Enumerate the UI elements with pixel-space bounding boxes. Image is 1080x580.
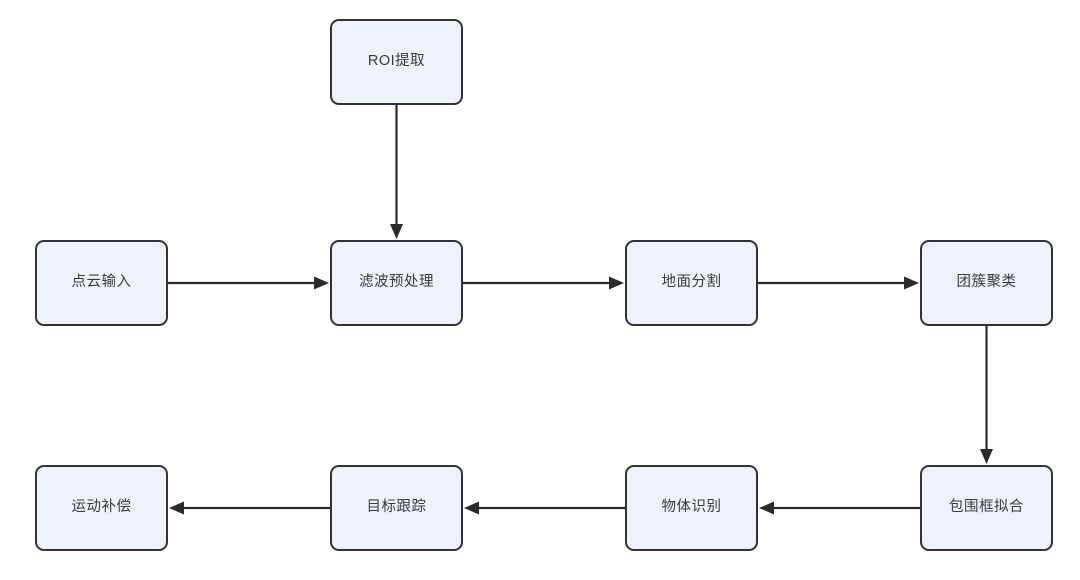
node-motion-compensation[interactable]: 运动补偿 bbox=[35, 465, 168, 551]
edge-input-to-filter bbox=[168, 276, 329, 290]
node-bounding-box-fitting[interactable]: 包围框拟合 bbox=[920, 465, 1053, 551]
node-label: 滤波预处理 bbox=[359, 274, 434, 291]
edge-ground-to-cluster bbox=[758, 276, 919, 290]
node-cluster-clustering[interactable]: 团簇聚类 bbox=[920, 240, 1053, 326]
node-label: 地面分割 bbox=[661, 274, 722, 291]
node-label: 运动补偿 bbox=[71, 499, 132, 516]
node-label: 点云输入 bbox=[71, 274, 132, 291]
node-ground-segmentation[interactable]: 地面分割 bbox=[625, 240, 758, 326]
node-label: 包围框拟合 bbox=[949, 499, 1024, 516]
node-label: ROI提取 bbox=[367, 53, 426, 70]
edge-roi-to-filter bbox=[390, 105, 403, 239]
node-label: 团簇聚类 bbox=[956, 274, 1017, 291]
node-object-recognition[interactable]: 物体识别 bbox=[625, 465, 758, 551]
node-roi-extraction[interactable]: ROI提取 bbox=[330, 19, 463, 105]
node-filter-preprocessing[interactable]: 滤波预处理 bbox=[330, 240, 463, 326]
node-target-tracking[interactable]: 目标跟踪 bbox=[330, 465, 463, 551]
node-label: 目标跟踪 bbox=[366, 499, 427, 516]
edge-track-to-motion bbox=[169, 501, 330, 515]
node-point-cloud-input[interactable]: 点云输入 bbox=[35, 240, 168, 326]
node-label: 物体识别 bbox=[661, 499, 722, 516]
edge-cluster-to-bbox bbox=[980, 326, 993, 464]
edge-bbox-to-recog bbox=[759, 501, 920, 515]
edge-filter-to-ground bbox=[463, 276, 624, 290]
edge-recog-to-track bbox=[464, 501, 625, 515]
